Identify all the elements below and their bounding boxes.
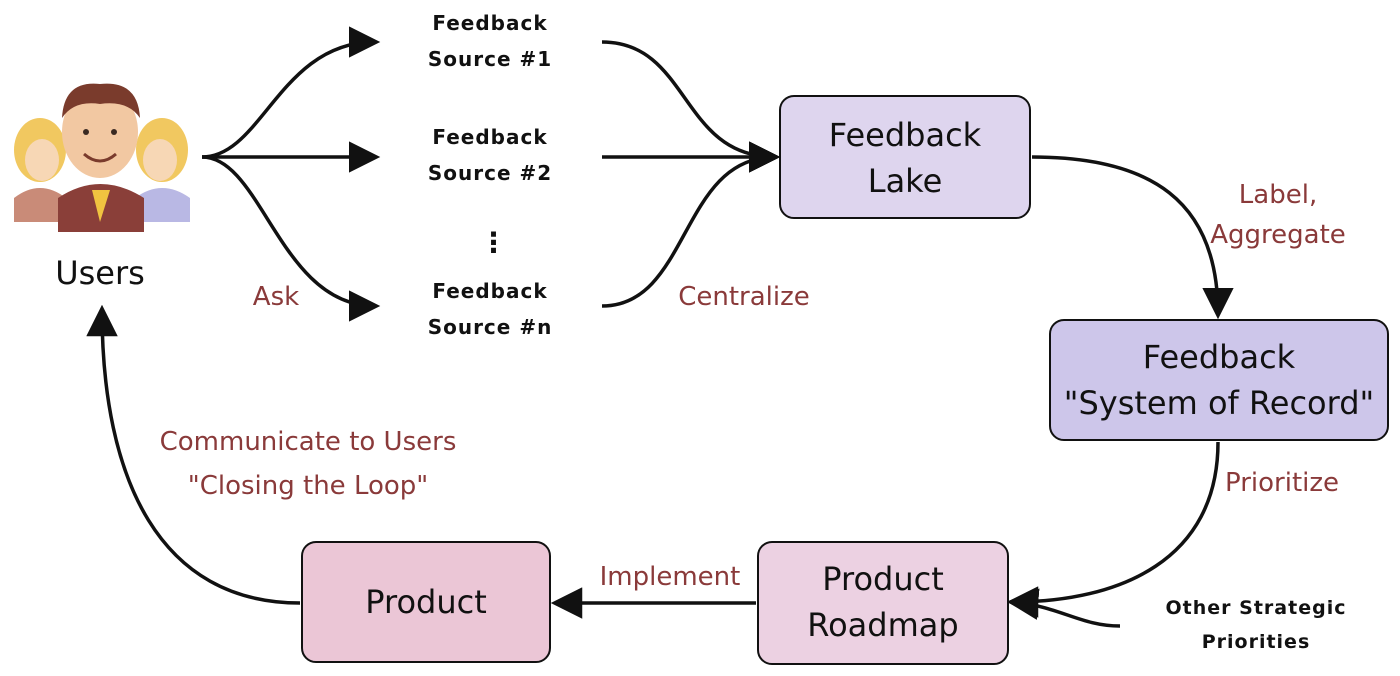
- edge-label-ask: Ask: [253, 282, 299, 312]
- feedback-source-1: Feedback Source #1: [428, 11, 552, 71]
- node-product: Product: [301, 541, 551, 663]
- source-n-line2: Source #n: [428, 315, 553, 339]
- product-roadmap-box: [757, 541, 1009, 665]
- communicate-arrow: [86, 304, 301, 605]
- feedback-lake-line2: Lake: [868, 162, 943, 200]
- feedback-lake-line1: Feedback: [829, 116, 982, 154]
- edge-label-communicate-line2: "Closing the Loop": [188, 471, 429, 501]
- feedback-source-2: Feedback Source #2: [428, 125, 552, 185]
- source-1-line1: Feedback: [432, 11, 547, 35]
- centralize-arrow-source-n: [601, 141, 781, 308]
- other-priorities-arrow: [1006, 588, 1121, 628]
- edge-label-centralize: Centralize: [678, 282, 810, 312]
- product-roadmap-line2: Roadmap: [807, 606, 958, 644]
- node-feedback-lake: Feedback Lake: [779, 95, 1031, 219]
- ask-arrow-source-n: [201, 155, 381, 322]
- edge-label-implement: Implement: [600, 562, 741, 592]
- edge-label-label: Label,: [1239, 180, 1317, 210]
- feedback-lake-box: [779, 95, 1031, 219]
- system-of-record-box: [1049, 319, 1389, 441]
- feedback-source-n: Feedback Source #n: [428, 279, 553, 339]
- source-ellipsis: ⋮: [480, 226, 509, 259]
- other-priorities-line2: Priorities: [1202, 631, 1311, 653]
- ask-arrow-source-1: [201, 26, 381, 159]
- other-priorities-line1: Other Strategic: [1166, 597, 1347, 619]
- system-of-record-line1: Feedback: [1143, 338, 1296, 376]
- product-roadmap-line1: Product: [822, 560, 944, 598]
- edge-label-prioritize: Prioritize: [1225, 468, 1339, 498]
- edge-label-communicate-line1: Communicate to Users: [160, 427, 457, 457]
- source-2-line1: Feedback: [432, 125, 547, 149]
- users-label: Users: [55, 254, 145, 292]
- prioritize-arrow: [1006, 441, 1220, 618]
- node-product-roadmap: Product Roadmap: [757, 541, 1009, 665]
- source-1-line2: Source #1: [428, 47, 552, 71]
- source-2-line2: Source #2: [428, 161, 552, 185]
- system-of-record-line2: "System of Record": [1064, 384, 1375, 422]
- product-label: Product: [365, 583, 487, 621]
- centralize-arrow-source-1: [601, 40, 781, 173]
- label-aggregate-arrow: [1031, 155, 1234, 320]
- source-n-line1: Feedback: [432, 279, 547, 303]
- edge-label-aggregate: Aggregate: [1210, 220, 1346, 250]
- node-system-of-record: Feedback "System of Record": [1049, 319, 1389, 441]
- product-box: [301, 541, 551, 663]
- users-group-icon: [14, 83, 190, 232]
